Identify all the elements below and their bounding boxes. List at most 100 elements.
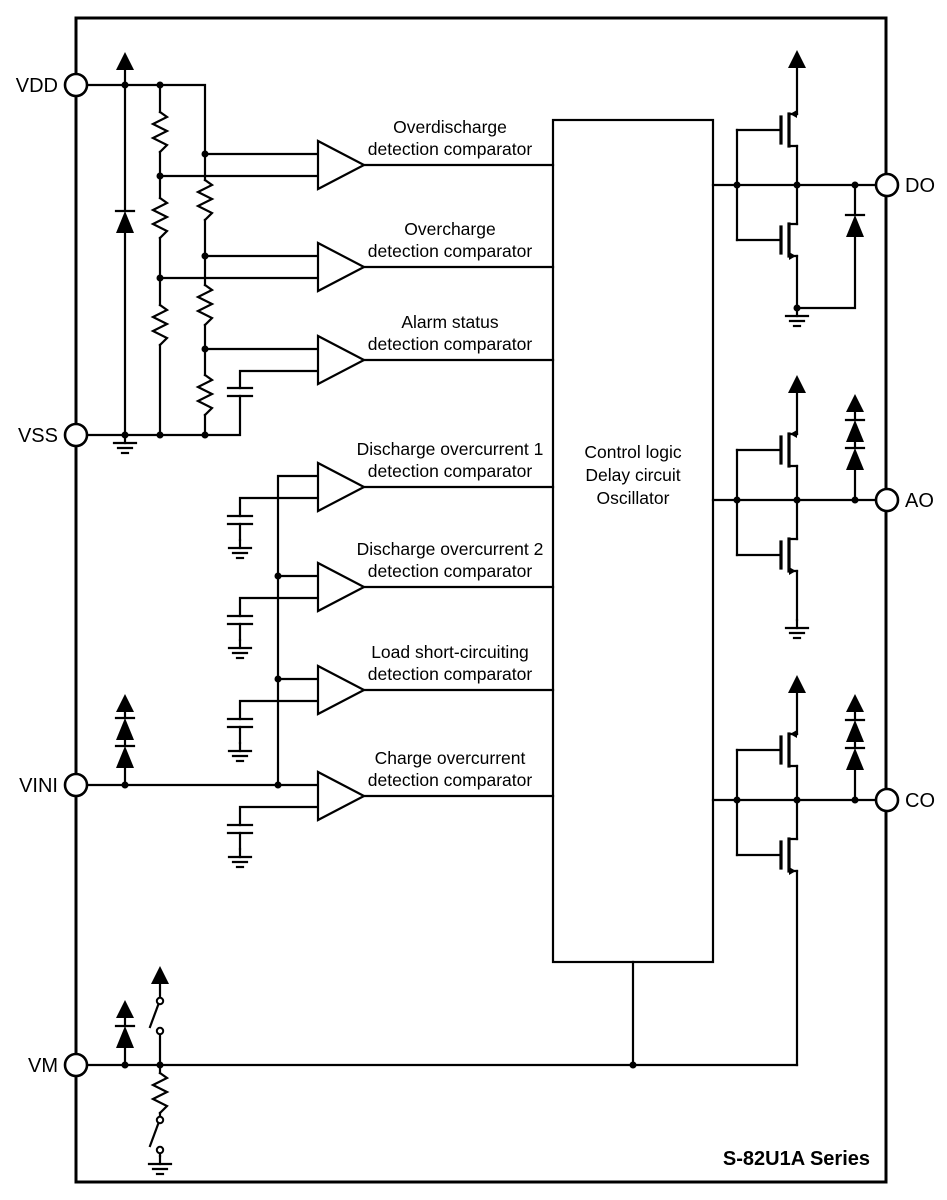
diode-symbol bbox=[844, 746, 866, 772]
diode-symbol bbox=[114, 744, 136, 770]
switch-symbol bbox=[148, 996, 165, 1036]
supply-arrow-icon bbox=[788, 375, 806, 393]
pin-vss: VSS bbox=[18, 422, 89, 448]
resistor-symbol bbox=[196, 178, 214, 222]
comparator-label-line1: Discharge overcurrent 1 bbox=[357, 439, 544, 459]
pin-label: VSS bbox=[18, 425, 58, 447]
nmos-symbol bbox=[735, 222, 799, 262]
ground-symbol bbox=[147, 1154, 173, 1176]
pin-circle bbox=[63, 1052, 89, 1078]
supply-arrow-icon bbox=[116, 52, 134, 70]
series-title: S-82U1A Series bbox=[723, 1148, 870, 1170]
diode-symbol bbox=[844, 446, 866, 472]
resistor-symbol bbox=[151, 303, 169, 347]
resistor-symbol bbox=[151, 196, 169, 240]
supply-arrow-icon bbox=[846, 694, 864, 712]
comparator-label-line2: detection comparator bbox=[368, 334, 533, 354]
nmos-symbol bbox=[735, 537, 799, 577]
pin-circle bbox=[874, 787, 900, 813]
ic-border bbox=[74, 16, 888, 1184]
pin-label: VDD bbox=[16, 75, 58, 97]
diode-symbol bbox=[844, 213, 866, 239]
comparator-overcharge: Overcharge detection comparator bbox=[316, 219, 533, 293]
comparator-label-line1: Overdischarge bbox=[393, 117, 507, 137]
supply-arrow-icon bbox=[788, 675, 806, 693]
nmos-symbol bbox=[735, 837, 799, 877]
diode-symbol bbox=[114, 209, 136, 235]
comparator-discharge-overcurrent-2: Discharge overcurrent 2 detection compar… bbox=[316, 539, 544, 613]
comparator-label-line1: Charge overcurrent bbox=[375, 748, 526, 768]
comparator-label-line2: detection comparator bbox=[368, 770, 533, 790]
supply-arrow-icon bbox=[846, 394, 864, 412]
wires-middle bbox=[85, 474, 320, 851]
comparator-label-line2: detection comparator bbox=[368, 664, 533, 684]
pin-label: DO bbox=[905, 175, 935, 197]
wires-top bbox=[85, 68, 320, 437]
switch-symbol bbox=[148, 1115, 165, 1155]
comparator-overdischarge: Overdischarge detection comparator bbox=[316, 117, 532, 191]
comparator-symbol bbox=[316, 561, 366, 613]
comparator-discharge-overcurrent-1: Discharge overcurrent 1 detection compar… bbox=[316, 439, 544, 513]
comparator-alarm-status: Alarm status detection comparator bbox=[316, 312, 533, 386]
resistor-symbol bbox=[196, 373, 214, 417]
ground-symbol bbox=[227, 538, 253, 560]
pin-circle bbox=[874, 487, 900, 513]
comparator-label-line1: Alarm status bbox=[401, 312, 498, 332]
comparator-symbol bbox=[316, 770, 366, 822]
ground-symbol bbox=[784, 618, 810, 640]
comparator-symbol bbox=[316, 241, 366, 293]
supply-arrow-icon bbox=[116, 694, 134, 712]
supply-arrow-icon bbox=[116, 1000, 134, 1018]
diode-symbol bbox=[114, 716, 136, 742]
ground-symbol bbox=[227, 847, 253, 869]
pin-do: DO bbox=[874, 172, 935, 198]
pmos-symbol bbox=[735, 428, 799, 468]
capacitor-symbol bbox=[226, 717, 254, 729]
control-block-line3: Oscillator bbox=[597, 488, 670, 508]
comparator-symbol bbox=[316, 139, 366, 191]
pin-label: CO bbox=[905, 790, 935, 812]
pin-circle bbox=[874, 172, 900, 198]
pin-circle bbox=[63, 422, 89, 448]
supply-arrow-icon bbox=[151, 966, 169, 984]
diode-symbol bbox=[844, 718, 866, 744]
wires-ao-stage bbox=[711, 391, 878, 622]
comparator-output-wires bbox=[362, 163, 555, 798]
wires-vm bbox=[85, 960, 799, 1158]
pin-label: AO bbox=[905, 490, 934, 512]
resistor-symbol bbox=[151, 110, 169, 154]
comparator-load-short-circuiting: Load short-circuiting detection comparat… bbox=[316, 642, 533, 716]
capacitor-symbol bbox=[226, 823, 254, 835]
pin-vdd: VDD bbox=[16, 72, 89, 98]
resistor-symbol bbox=[151, 1071, 169, 1115]
diode-symbol bbox=[114, 1024, 136, 1050]
comparator-label-line2: detection comparator bbox=[368, 461, 533, 481]
pin-circle bbox=[63, 772, 89, 798]
pin-label: VINI bbox=[19, 775, 58, 797]
pmos-symbol bbox=[735, 108, 799, 148]
resistor-symbol bbox=[196, 283, 214, 327]
ground-symbol bbox=[227, 741, 253, 763]
pin-vm: VM bbox=[28, 1052, 89, 1078]
comparator-symbol bbox=[316, 664, 366, 716]
junction-dots bbox=[121, 81, 859, 1069]
comparator-symbol bbox=[316, 461, 366, 513]
pin-circle bbox=[63, 72, 89, 98]
supply-arrow-icon bbox=[788, 50, 806, 68]
comparator-symbol bbox=[316, 334, 366, 386]
comparator-label-line2: detection comparator bbox=[368, 241, 533, 261]
pin-vini: VINI bbox=[19, 772, 89, 798]
pin-co: CO bbox=[874, 787, 935, 813]
comparator-label-line1: Discharge overcurrent 2 bbox=[357, 539, 544, 559]
comparator-label-line1: Load short-circuiting bbox=[371, 642, 529, 662]
ground-symbol bbox=[227, 638, 253, 660]
pmos-symbol bbox=[735, 728, 799, 768]
capacitor-symbol bbox=[226, 514, 254, 526]
control-logic-block: Control logic Delay circuit Oscillator bbox=[551, 118, 715, 964]
control-block-line2: Delay circuit bbox=[585, 465, 680, 485]
diode-symbol bbox=[844, 418, 866, 444]
control-block-line1: Control logic bbox=[584, 442, 682, 462]
pin-label: VM bbox=[28, 1055, 58, 1077]
capacitor-symbol bbox=[226, 386, 254, 398]
